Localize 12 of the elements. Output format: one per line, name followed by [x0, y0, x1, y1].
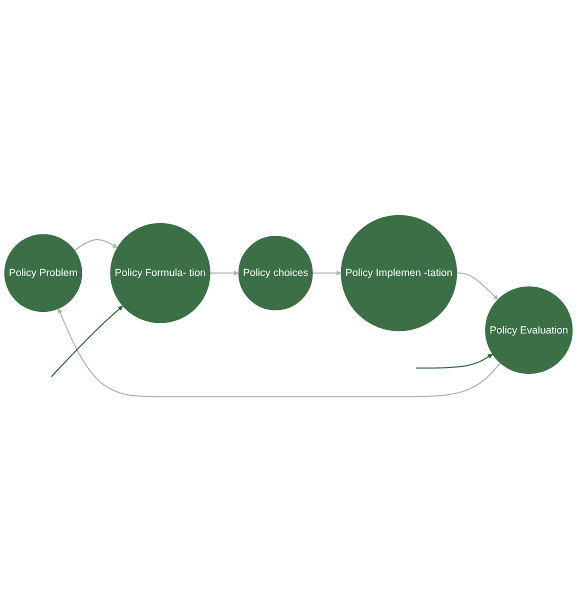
arrow	[416, 354, 493, 369]
node-circle: Policy Formula- tion	[110, 223, 210, 324]
arrow	[312, 270, 342, 276]
arrow	[74, 239, 118, 252]
node-circle: Policy Evaluation	[485, 286, 573, 374]
arrow	[210, 270, 239, 276]
node-circle: Policy choices	[238, 236, 313, 310]
node-circle: Policy Problem	[4, 234, 82, 312]
arrow	[50, 306, 124, 378]
node-circle: Policy Implemen -tation	[340, 215, 458, 332]
arrow	[456, 272, 498, 300]
arrow	[58, 308, 501, 398]
